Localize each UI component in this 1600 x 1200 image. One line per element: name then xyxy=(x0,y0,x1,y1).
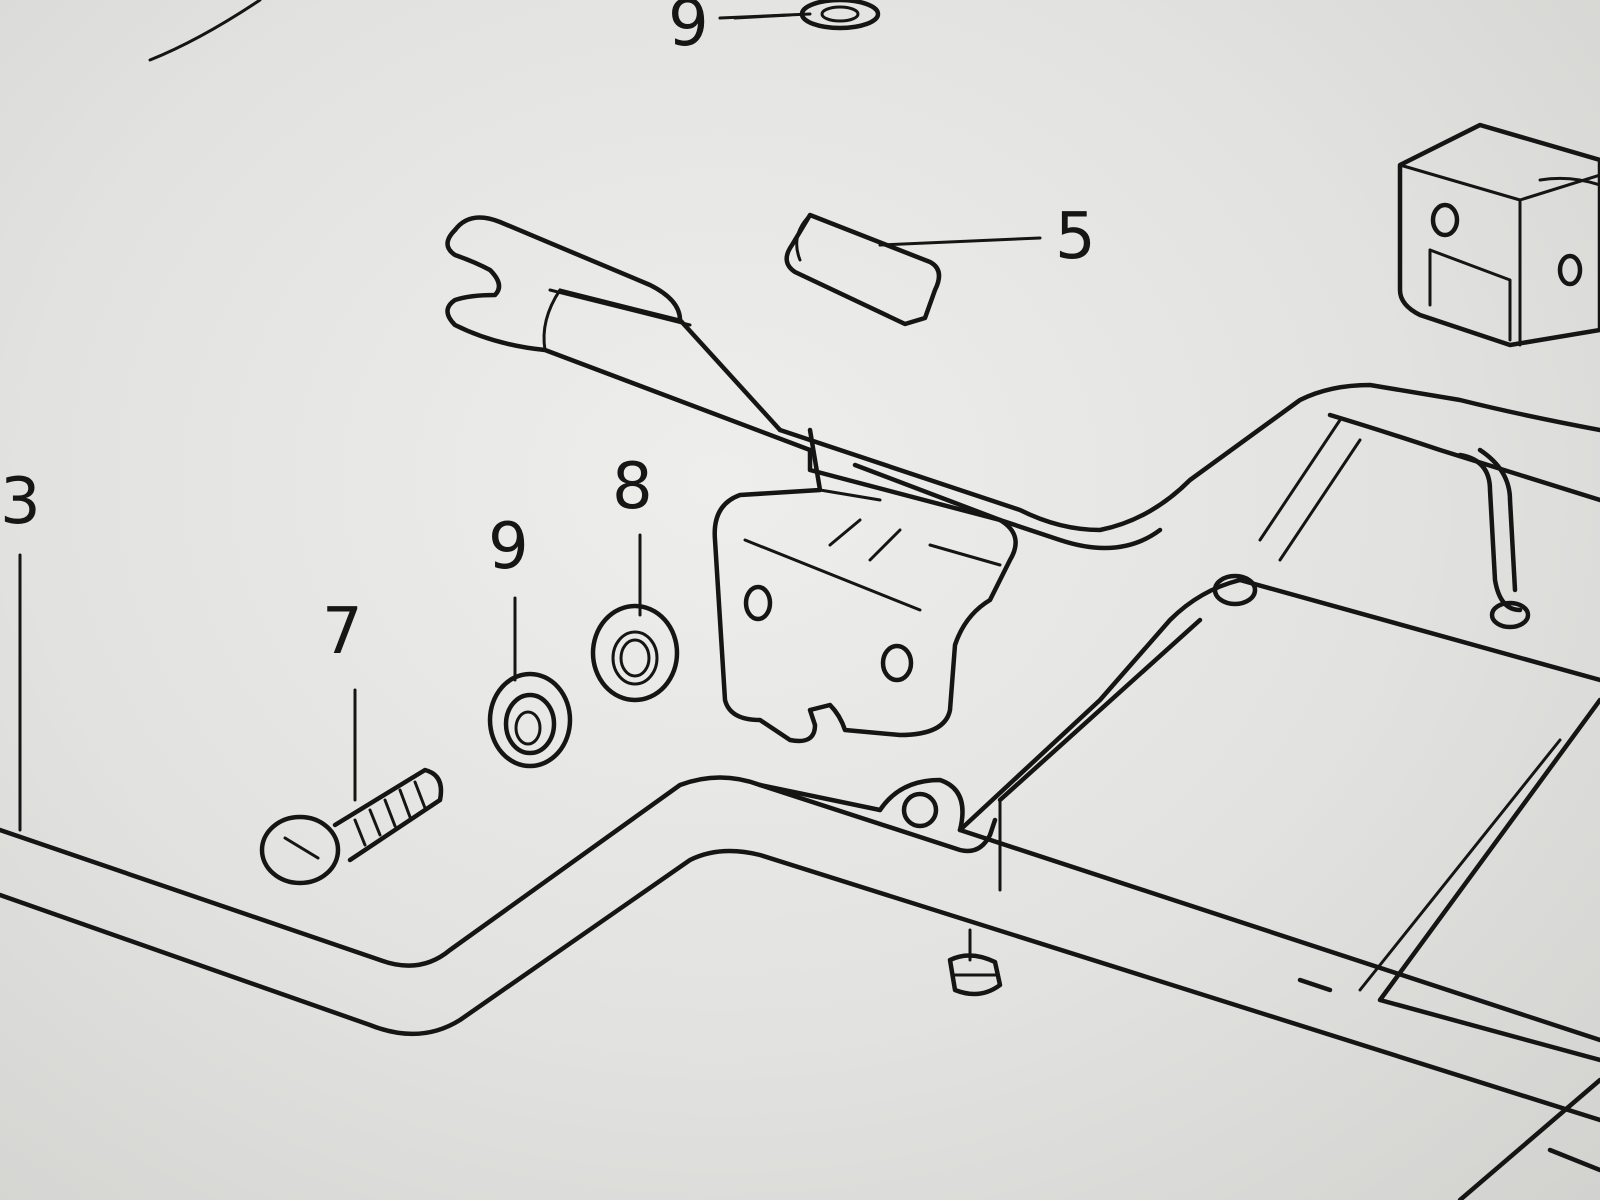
callout-8: 8 xyxy=(612,450,653,524)
lever-arm xyxy=(445,215,1600,551)
callout-3: 3 xyxy=(0,465,41,539)
corner-block xyxy=(1397,122,1600,348)
leader-top-9 xyxy=(733,13,792,20)
bolt-bottom xyxy=(947,928,1003,997)
washer-part-9 xyxy=(487,596,573,769)
screw-part-7 xyxy=(259,688,444,886)
mounting-bracket xyxy=(712,427,1018,744)
lower-frame xyxy=(0,412,1600,1200)
sleeve-part-5 xyxy=(784,212,1042,327)
callout-9: 9 xyxy=(488,510,529,584)
washer-top xyxy=(718,0,881,31)
callout-9-top: 9 xyxy=(668,0,709,61)
callout-7: 7 xyxy=(322,595,363,669)
washer-part-8 xyxy=(590,533,680,703)
callout-5: 5 xyxy=(1055,200,1096,274)
partial-curve-top-left xyxy=(148,0,262,62)
